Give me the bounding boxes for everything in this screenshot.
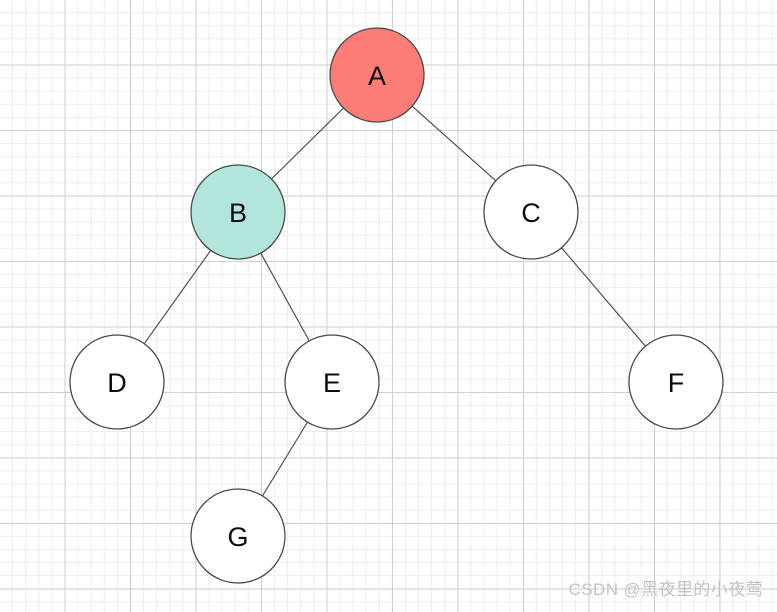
tree-node-f[interactable]: F (628, 334, 724, 430)
node-label-b: B (229, 198, 247, 228)
tree-edge-e-g (261, 421, 309, 497)
tree-node-c[interactable]: C (483, 164, 579, 260)
csdn-watermark: CSDN @黑夜里的小夜莺 (568, 580, 763, 599)
tree-node-e[interactable]: E (284, 334, 380, 430)
node-label-a: A (368, 61, 386, 91)
tree-node-a[interactable]: A (329, 27, 425, 123)
tree-node-g[interactable]: G (190, 488, 286, 584)
node-label-c: C (521, 198, 541, 228)
node-circle-b[interactable] (190, 164, 286, 260)
node-circle-e[interactable] (284, 334, 380, 430)
node-circle-a[interactable] (329, 27, 425, 123)
node-circle-c[interactable] (483, 164, 579, 260)
tree-edge-c-f (561, 247, 646, 347)
tree-edge-b-e (260, 252, 310, 342)
node-circle-g[interactable] (190, 488, 286, 584)
node-layer: A B C D E F G (69, 27, 724, 584)
tree-edge-b-d (143, 249, 212, 345)
node-circle-d[interactable] (69, 334, 165, 430)
node-label-e: E (323, 368, 341, 398)
tree-edge-a-b (271, 107, 344, 180)
edge-layer (143, 105, 646, 497)
tree-node-d[interactable]: D (69, 334, 165, 430)
tree-node-b[interactable]: B (190, 164, 286, 260)
node-label-g: G (227, 522, 248, 552)
node-circle-f[interactable] (628, 334, 724, 430)
node-label-f: F (668, 368, 685, 398)
tree-edge-a-c (411, 105, 497, 182)
node-label-d: D (107, 368, 127, 398)
